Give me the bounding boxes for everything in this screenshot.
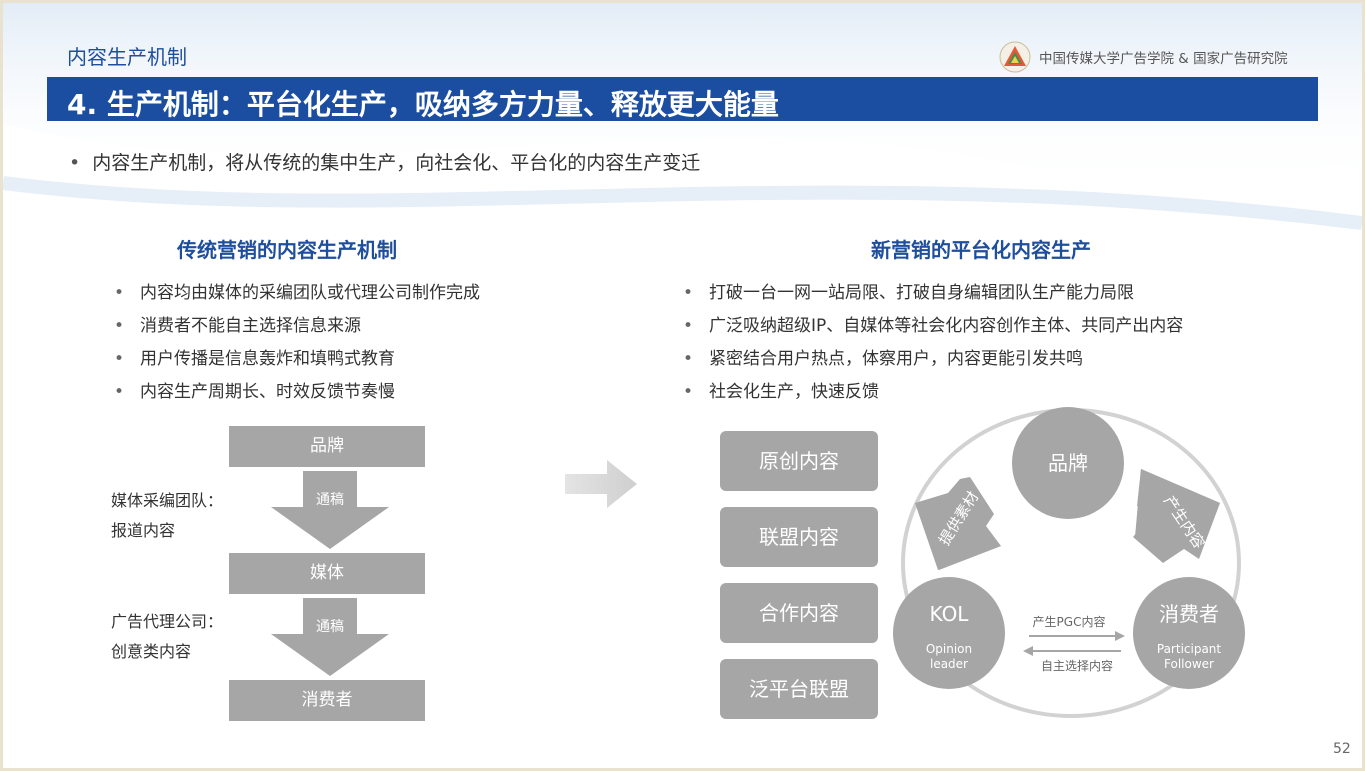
- content-type-label: 泛平台联盟: [749, 677, 849, 701]
- flow-box-brand: 品牌: [229, 426, 425, 467]
- content-box-original: [720, 431, 878, 491]
- flow-box-consumer: 消费者: [229, 680, 425, 721]
- down-arrow-1: 通稿: [271, 471, 389, 549]
- content-type-label: 合作内容: [759, 601, 839, 625]
- list-item: 消费者不能自主选择信息来源: [114, 310, 480, 343]
- left-bullet-list: 内容均由媒体的采编团队或代理公司制作完成 消费者不能自主选择信息来源 用户传播是…: [114, 277, 480, 409]
- intro-bullet: 内容生产机制，将从传统的集中生产，向社会化、平台化的内容生产变迁: [69, 148, 700, 175]
- content-type-label: 原创内容: [759, 449, 839, 473]
- organization-name: 中国传媒大学广告学院 & 国家广告研究院: [1039, 51, 1288, 67]
- arrow-label: 通稿: [316, 619, 344, 635]
- consumer-node-sub: Follower: [1164, 657, 1214, 671]
- side-label-agency: 广告代理公司： 创意类内容: [111, 612, 224, 661]
- list-item: 紧密结合用户热点，体察用户，内容更能引发共鸣: [683, 343, 1183, 376]
- right-column-title: 新营销的平台化内容生产: [871, 238, 1091, 262]
- list-item: 打破一台一网一站局限、打破自身编辑团队生产能力局限: [683, 277, 1183, 310]
- produce-content-arrow: 产生内容: [1133, 469, 1220, 563]
- content-box-cooperation: [720, 583, 878, 643]
- content-type-label: 联盟内容: [759, 525, 839, 549]
- left-column-title: 传统营销的内容生产机制: [177, 238, 397, 262]
- content-box-pan-platform: [720, 659, 878, 719]
- pgc-flow-label: 产生PGC内容: [1033, 614, 1106, 629]
- provide-material-arrow: 提供素材: [915, 477, 1001, 570]
- list-item: 用户传播是信息轰炸和填鸭式教育: [114, 343, 480, 376]
- arrow-head-left-icon: [1023, 646, 1033, 656]
- page-number: 52: [1333, 741, 1351, 757]
- consumer-node: [1133, 577, 1245, 689]
- kol-node-sub: Opinion: [926, 642, 972, 656]
- consumer-node-label: 消费者: [1159, 602, 1219, 626]
- content-type-boxes: 原创内容 联盟内容 合作内容 泛平台联盟: [720, 431, 878, 719]
- right-bullet-list: 打破一台一网一站局限、打破自身编辑团队生产能力局限 广泛吸纳超级IP、自媒体等社…: [683, 277, 1183, 409]
- brand-node: [1012, 407, 1124, 519]
- list-item: 广泛吸纳超级IP、自媒体等社会化内容创作主体、共同产出内容: [683, 310, 1183, 343]
- arrow-head-right-icon: [1115, 631, 1125, 641]
- kol-node: [893, 577, 1005, 689]
- flow-box-media: 媒体: [229, 553, 425, 594]
- title-bar: 4. 生产机制：平台化生产，吸纳多方力量、释放更大能量: [47, 77, 1318, 121]
- kol-node-sub: leader: [930, 657, 968, 671]
- side-label-media-team: 媒体采编团队： 报道内容: [111, 491, 224, 540]
- list-item: 内容均由媒体的采编团队或代理公司制作完成: [114, 277, 480, 310]
- cycle-diagram: 品牌 KOL Opinion leader 消费者 Participant Fo…: [893, 407, 1245, 718]
- content-box-alliance: [720, 507, 878, 567]
- kol-node-label: KOL: [930, 602, 970, 626]
- self-select-flow-label: 自主选择内容: [1041, 658, 1113, 673]
- brand-node-label: 品牌: [1048, 451, 1088, 475]
- page-title: 4. 生产机制：平台化生产，吸纳多方力量、释放更大能量: [67, 88, 779, 121]
- slide: 内容生产机制 中国传媒大学广告学院 & 国家广告研究院 4. 生产机制：平台化生…: [3, 3, 1362, 768]
- list-item: 内容生产周期长、时效反馈节奏慢: [114, 376, 480, 409]
- down-arrow-2: 通稿: [271, 598, 389, 676]
- arrow-label: 通稿: [316, 492, 344, 508]
- list-item: 社会化生产，快速反馈: [683, 376, 1183, 409]
- university-logo-icon: [999, 41, 1031, 73]
- transition-arrow-icon: [565, 460, 637, 508]
- consumer-node-sub: Participant: [1157, 642, 1222, 656]
- section-label: 内容生产机制: [67, 45, 187, 69]
